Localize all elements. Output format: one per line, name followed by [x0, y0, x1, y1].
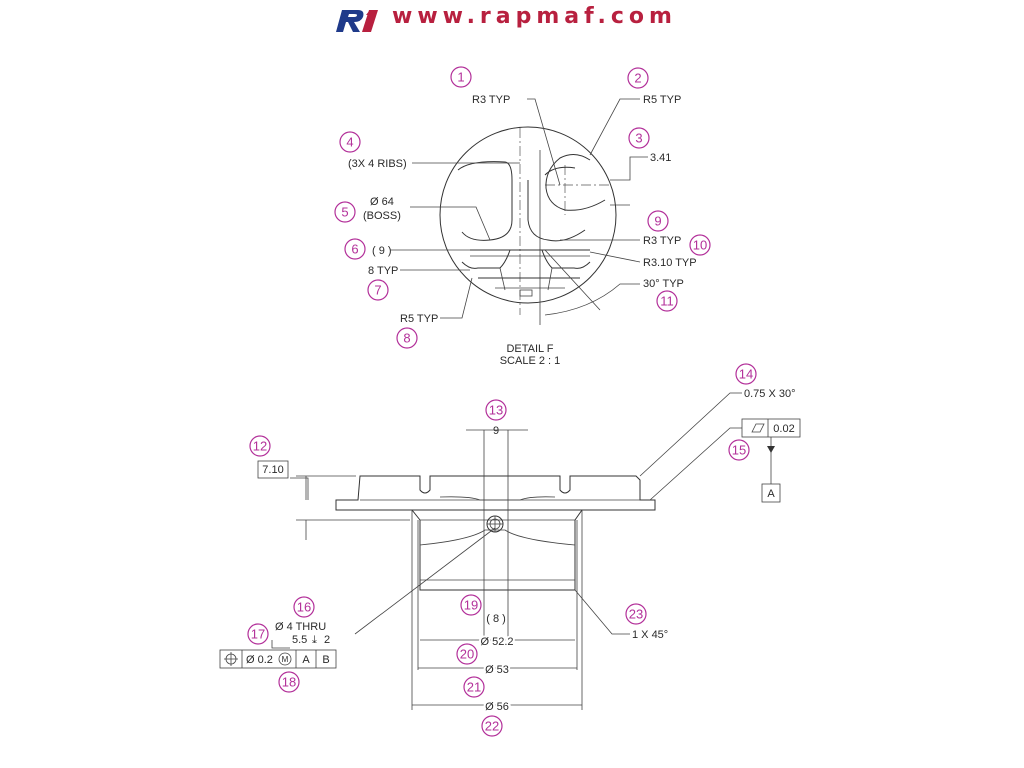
label-depth-17b: 2	[324, 634, 330, 646]
svg-text:2: 2	[634, 71, 641, 86]
depth-symbol: ⤓	[312, 634, 317, 646]
label-typ8-7: 8 TYP	[368, 265, 398, 277]
label-r3-typ-1: R3 TYP	[472, 94, 510, 106]
balloon-8: 8	[396, 327, 418, 349]
label-height-12: 7.10	[262, 464, 283, 476]
svg-text:14: 14	[739, 367, 753, 382]
balloon-7: 7	[367, 279, 389, 301]
balloon-6: 6	[344, 238, 366, 260]
label-paren8-19: ( 8 )	[486, 613, 506, 625]
label-hole-16: Ø 4 THRU	[275, 621, 326, 633]
label-dia56-22: Ø 56	[485, 701, 509, 713]
svg-text:22: 22	[485, 719, 499, 734]
label-r5-typ-2: R5 TYP	[643, 94, 681, 106]
balloon-10: 10	[689, 234, 711, 256]
svg-text:12: 12	[253, 439, 267, 454]
svg-text:20: 20	[460, 647, 474, 662]
svg-text:11: 11	[660, 294, 674, 309]
balloon-11: 11	[656, 290, 678, 312]
label-depth-17: 5.5	[292, 634, 307, 646]
svg-text:10: 10	[693, 238, 707, 253]
svg-text:18: 18	[282, 675, 296, 690]
fcf-modifier: M	[282, 655, 289, 664]
detail-title: DETAIL F	[506, 343, 553, 355]
label-flatness-15: 0.02	[773, 423, 794, 435]
balloon-20: 20	[456, 643, 478, 665]
balloon-16: 16	[293, 596, 315, 618]
balloon-3: 3	[628, 127, 650, 149]
label-boss-5: (BOSS)	[363, 210, 401, 222]
svg-text:6: 6	[351, 242, 358, 257]
balloon-23: 23	[625, 603, 647, 625]
label-chamfer-23: 1 X 45°	[632, 629, 668, 641]
label-dim-3: 3.41	[650, 152, 671, 164]
label-dia522-20: Ø 52.2	[480, 636, 513, 648]
svg-text:4: 4	[346, 135, 353, 150]
svg-text:17: 17	[251, 627, 265, 642]
svg-text:7: 7	[374, 283, 381, 298]
balloon-13: 13	[485, 399, 507, 421]
fcf-tolerance: Ø 0.2	[246, 654, 273, 666]
svg-text:16: 16	[297, 600, 311, 615]
svg-text:1: 1	[457, 70, 464, 85]
section-view: 7.10 9 0.75 X 30° 0.02 A Ø 4 THRU 5.5 ⤓ …	[219, 388, 801, 715]
label-r5-typ-8: R5 TYP	[400, 313, 438, 325]
balloon-15: 15	[728, 439, 750, 461]
svg-text:13: 13	[489, 403, 503, 418]
label-ribs-4: (3X 4 RIBS)	[348, 158, 407, 170]
balloon-22: 22	[481, 715, 503, 737]
svg-text:23: 23	[629, 607, 643, 622]
label-dia53-21: Ø 53	[485, 664, 509, 676]
label-30deg-11: 30° TYP	[643, 278, 684, 290]
fcf-datum-b: B	[322, 654, 329, 666]
balloon-1: 1	[450, 66, 472, 88]
website-url[interactable]: www.rapmaf.com	[392, 4, 677, 29]
balloon-4: 4	[339, 131, 361, 153]
svg-text:3: 3	[635, 131, 642, 146]
label-dim9-13: 9	[493, 425, 499, 437]
label-r3-typ-9: R3 TYP	[643, 235, 681, 247]
label-chamfer-14: 0.75 X 30°	[744, 388, 796, 400]
detail-scale: SCALE 2 : 1	[500, 355, 561, 367]
svg-text:15: 15	[732, 443, 746, 458]
balloon-21: 21	[463, 676, 485, 698]
svg-text:9: 9	[654, 214, 661, 229]
balloons: 1 2 3 4 5 6 7 8 9 10 11 12 13 14 15 16 1…	[247, 66, 757, 737]
label-dia64-5: Ø 64	[370, 196, 394, 208]
svg-text:21: 21	[467, 680, 481, 695]
svg-text:19: 19	[464, 598, 478, 613]
fcf-datum-a: A	[302, 654, 310, 666]
label-datum-a: A	[767, 488, 775, 500]
detail-f-view: R3 TYP R5 TYP 3.41 (3X 4 RIBS) Ø 64 (BOS…	[348, 94, 697, 367]
label-r310-typ-10: R3.10 TYP	[643, 257, 697, 269]
rapmaf-logo[interactable]	[332, 6, 382, 36]
label-paren9-6: ( 9 )	[372, 245, 392, 257]
balloon-9: 9	[647, 210, 669, 232]
balloon-5: 5	[334, 201, 356, 223]
balloon-12: 12	[249, 435, 271, 457]
balloon-2: 2	[627, 67, 649, 89]
balloon-14: 14	[735, 363, 757, 385]
balloon-17: 17	[247, 623, 269, 645]
balloon-18: 18	[278, 671, 300, 693]
balloon-19: 19	[460, 594, 482, 616]
svg-text:5: 5	[341, 205, 348, 220]
svg-text:8: 8	[403, 331, 410, 346]
